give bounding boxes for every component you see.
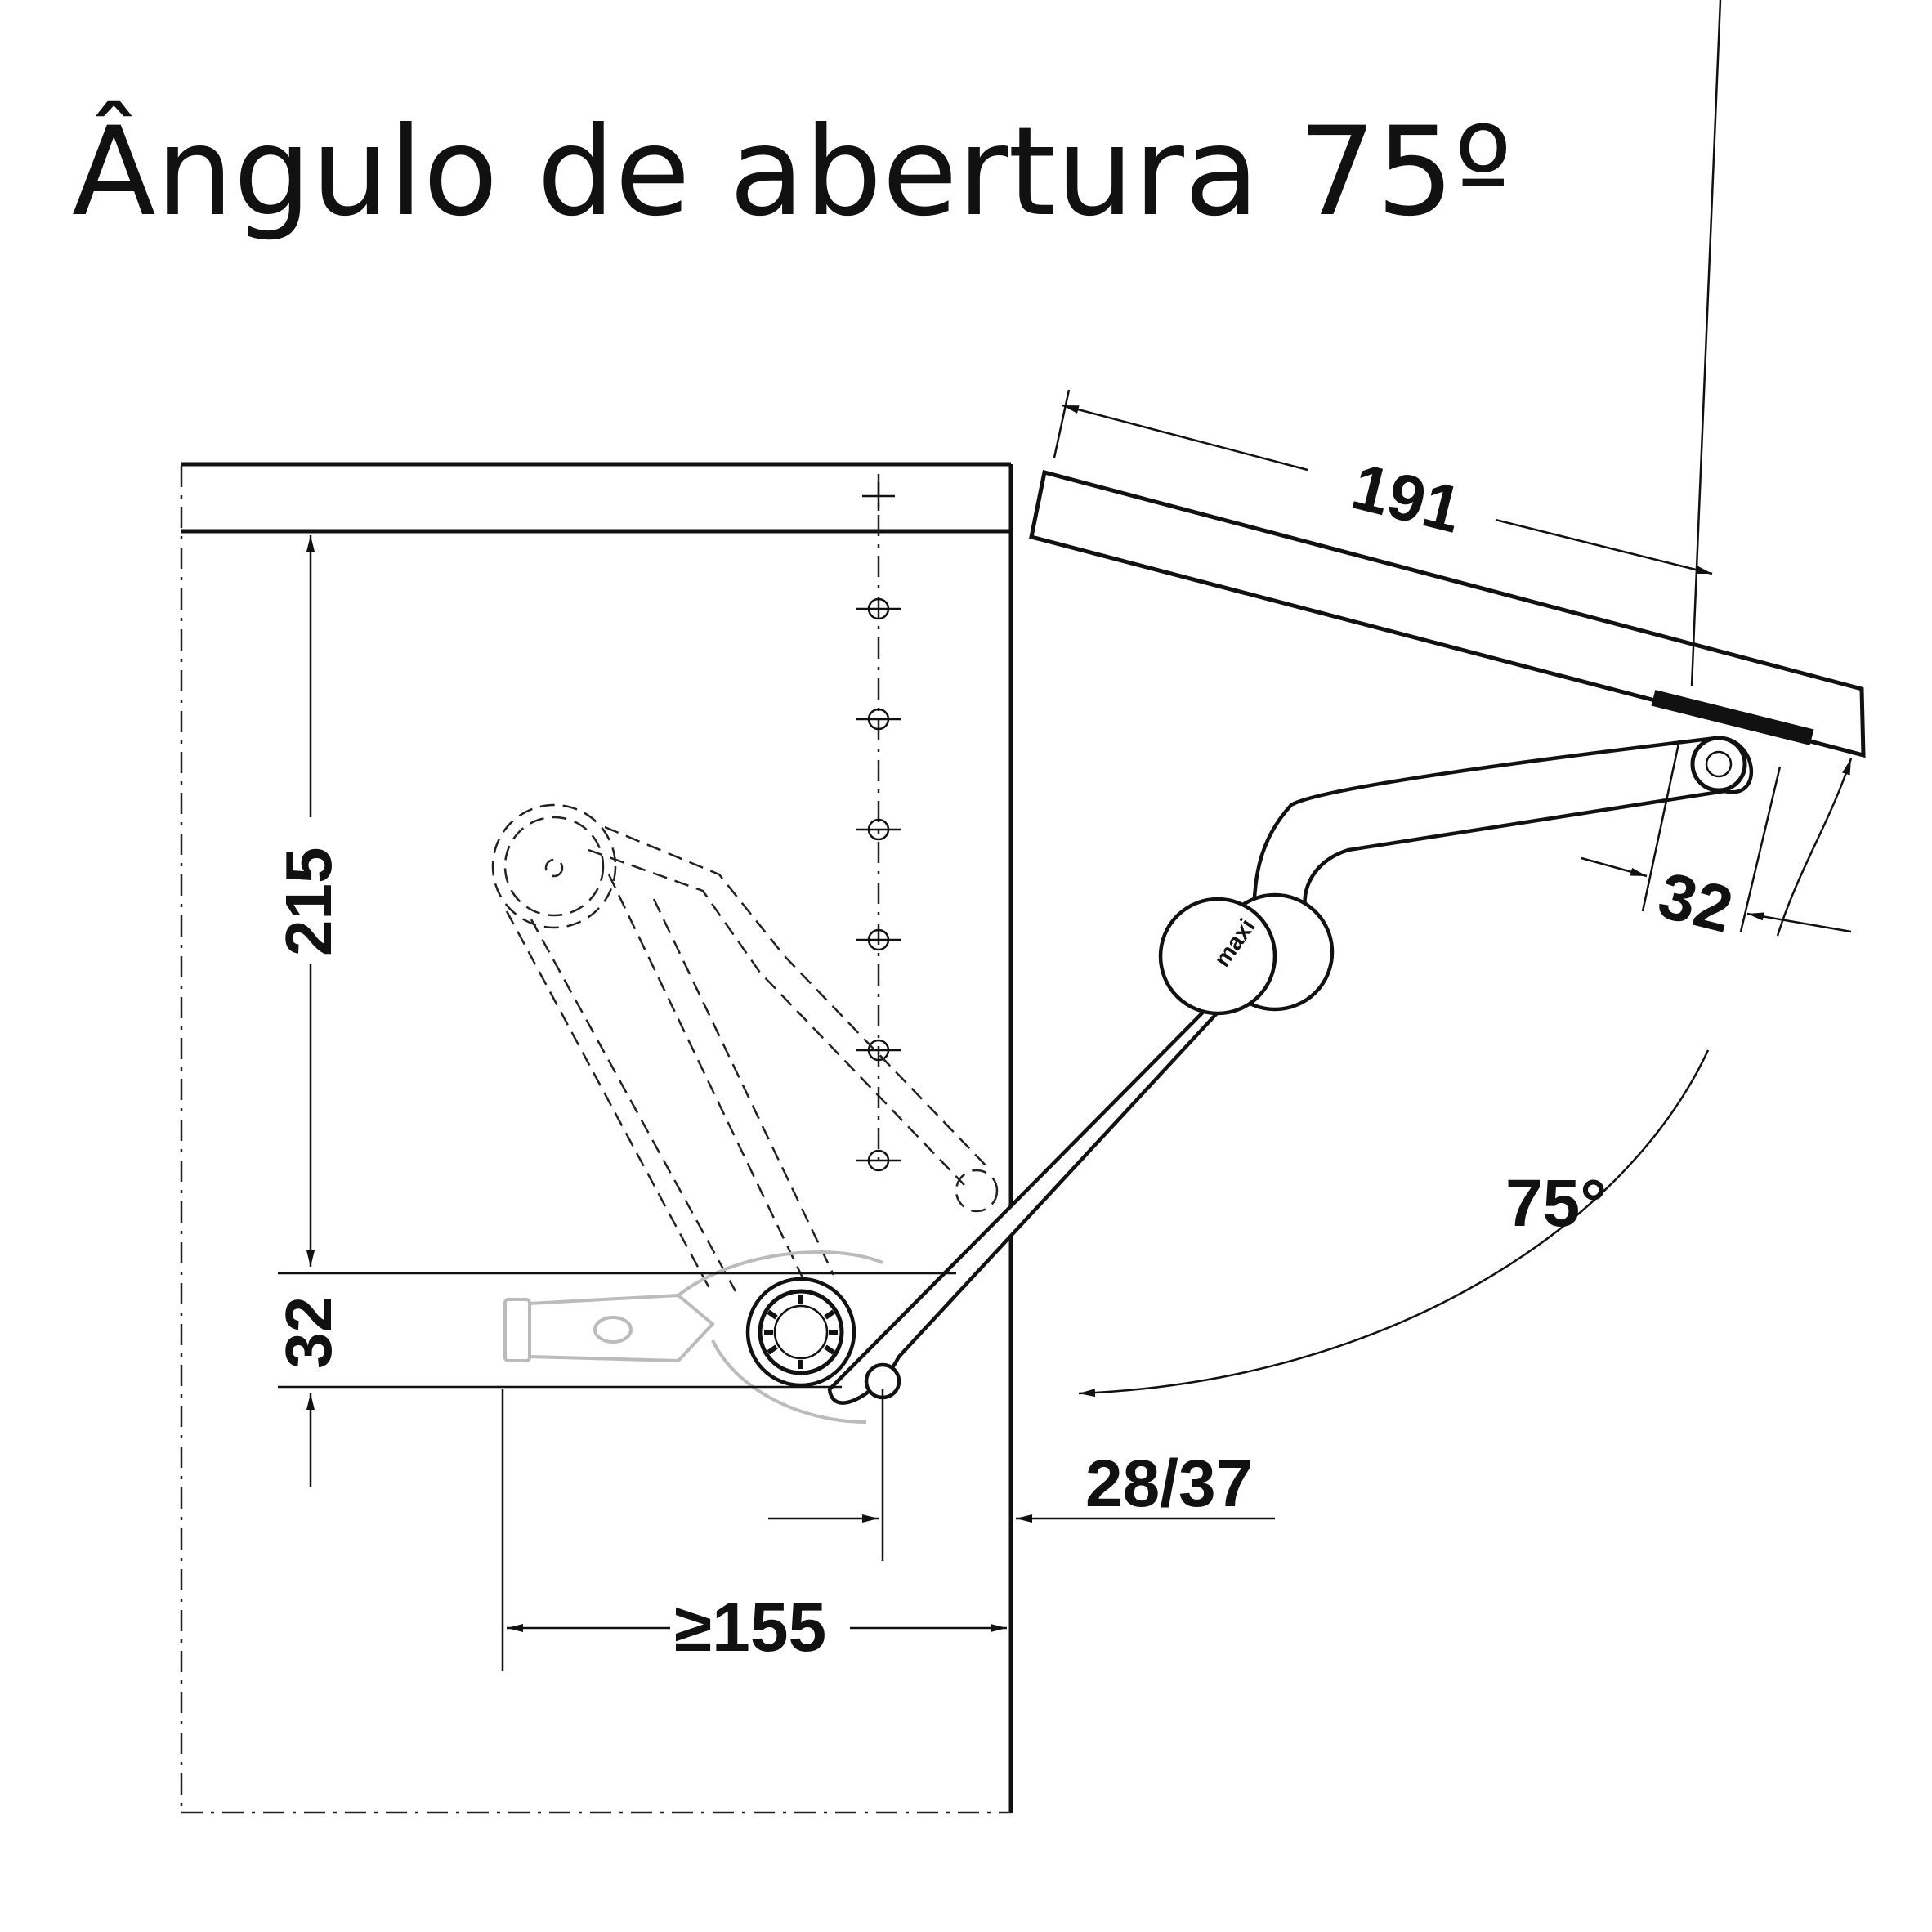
dimension-min-depth: ≥155	[501, 1389, 1007, 1671]
lift-arm: maxi	[745, 736, 1754, 1405]
lower-offset-label: 32	[272, 1296, 345, 1369]
lid-offset-label: 32	[1652, 858, 1740, 946]
dimension-opening-angle: 75°	[1078, 758, 1853, 1398]
dimension-cabinet-height: 215	[272, 535, 345, 1267]
open-lid	[1029, 469, 1866, 758]
cabinet-outline	[180, 462, 1013, 1814]
page-title: Ângulo de abertura 75º	[72, 101, 1512, 244]
dimension-lower-offset: 32	[272, 1272, 956, 1487]
opening-angle-label: 75°	[1505, 1166, 1607, 1241]
dimension-lid-offset: 32	[1581, 739, 1852, 946]
lid-length-label: 191	[1345, 449, 1469, 547]
mounting-holes	[856, 474, 901, 1172]
mounting-base-ghost	[503, 1250, 883, 1424]
ghost-arm-closed	[491, 803, 999, 1292]
min-depth-label: ≥155	[674, 1589, 826, 1666]
cabinet-height-label: 215	[272, 847, 345, 956]
dimension-panel-thickness: 28/37	[768, 1389, 1275, 1561]
panel-thickness-label: 28/37	[1085, 1447, 1253, 1521]
